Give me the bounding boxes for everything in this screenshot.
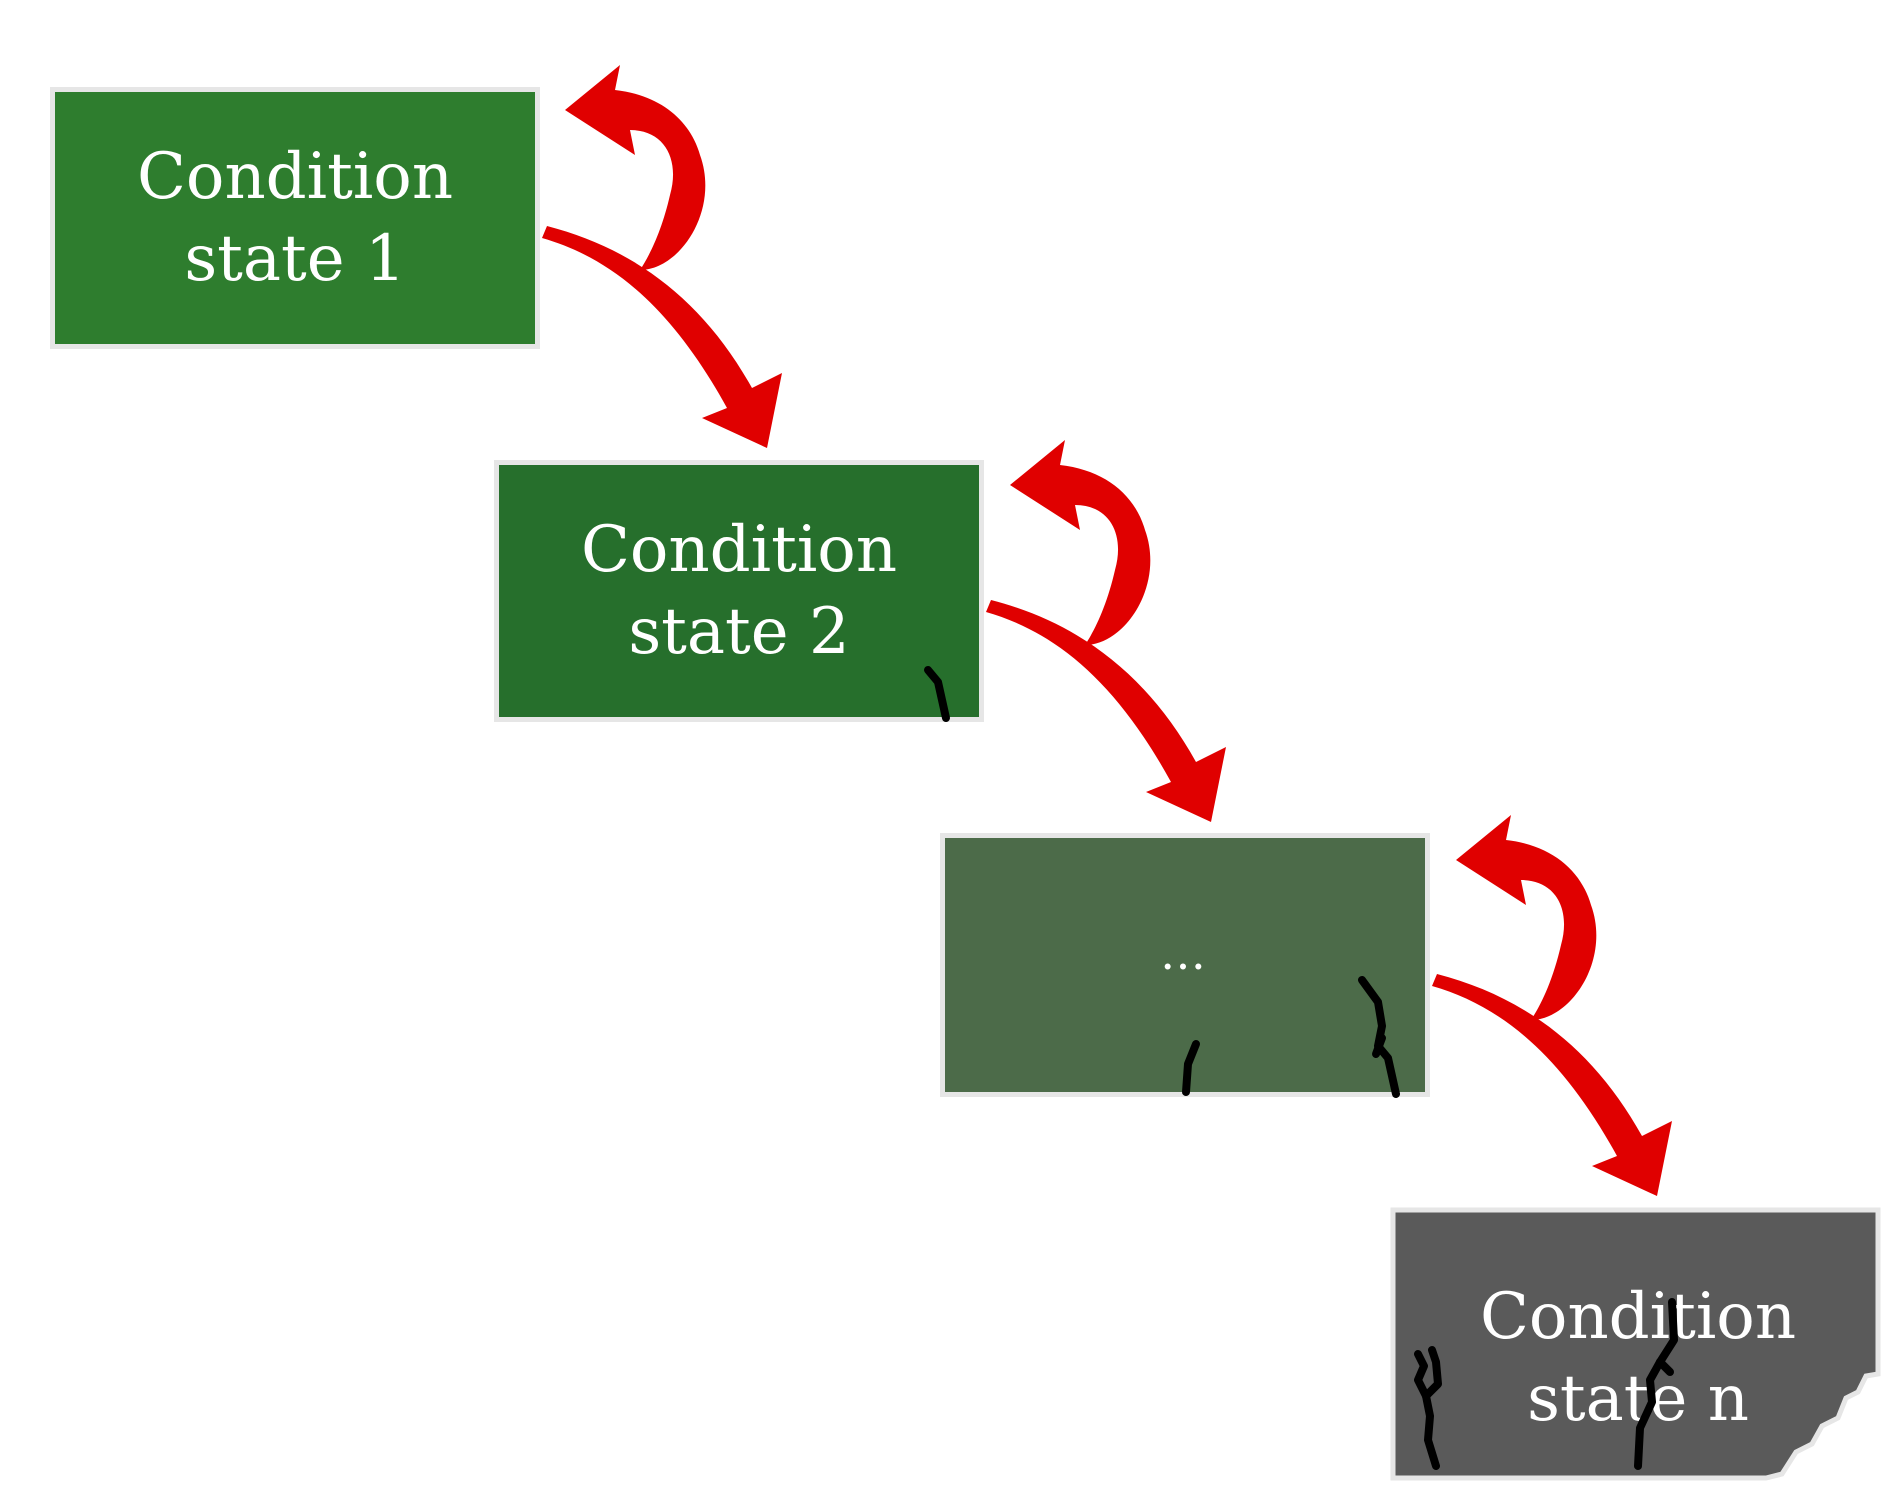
state-box-2: Condition state 2 (494, 460, 984, 722)
state-label-n: Condition state n (1479, 1280, 1797, 1436)
state-label-2: Condition state 2 (580, 513, 898, 669)
state-box-n: Condition state n (1393, 1238, 1883, 1478)
state-box-1: Condition state 1 (50, 87, 540, 349)
state-label-ellipsis: … (1160, 926, 1210, 980)
state-label-1: Condition state 1 (136, 140, 454, 296)
